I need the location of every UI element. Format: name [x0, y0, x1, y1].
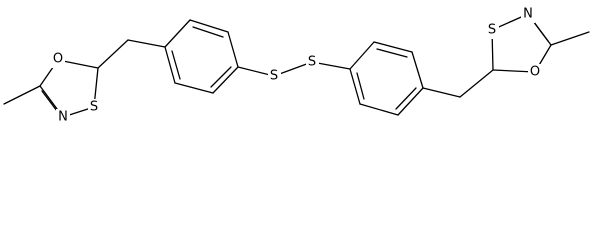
- bond-b1-inner-c: [171, 50, 181, 80]
- bond-ch2-c5r: [459, 69, 494, 98]
- bond-n-c2r-double: [532, 20, 549, 42]
- bond-b2-6: [349, 68, 361, 105]
- bond-ring2-ch2: [422, 87, 461, 98]
- atom-labels: O S N S S S N O: [51, 6, 542, 126]
- bond-c2r-methyl: [550, 31, 590, 46]
- bond-b2-2: [373, 41, 413, 53]
- bond-b1-4: [212, 66, 239, 94]
- bond-b2-inner-b: [395, 87, 417, 110]
- bond-b2-1: [349, 41, 375, 70]
- atom-n-left: N: [58, 110, 68, 125]
- bond-b2-inner-c: [356, 72, 365, 100]
- bond-b1-inner-a: [192, 26, 224, 38]
- bond-b1-inner-b: [210, 66, 232, 88]
- bond-b1-6: [164, 46, 176, 84]
- atom-n-right: N: [523, 7, 533, 22]
- bond-b1-3: [227, 31, 239, 68]
- atom-s-disulfide-1: S: [270, 69, 278, 84]
- bond-b1-1: [164, 19, 191, 48]
- bond-n3-c2-double: [41, 90, 58, 112]
- atom-s-left-ring: S: [90, 100, 98, 115]
- bond-b1-5: [174, 82, 214, 94]
- atom-o-right: O: [530, 65, 540, 80]
- bond-b2-3: [411, 51, 424, 89]
- bond-ch2-ring1: [127, 39, 166, 48]
- bond-b1-2: [189, 19, 229, 33]
- bond-c5-ch2: [97, 39, 129, 69]
- bond-b2-4: [397, 87, 424, 116]
- atom-s-disulfide-2: S: [308, 55, 316, 70]
- atom-s-right-ring: S: [488, 23, 496, 38]
- chemical-structure-diagram: O S N S S S N O: [3, 6, 590, 126]
- bond-b2-inner-a: [376, 48, 408, 58]
- bond-b2-5: [359, 103, 399, 116]
- atom-o-left: O: [53, 52, 63, 67]
- bond-methyl-c2: [3, 85, 41, 105]
